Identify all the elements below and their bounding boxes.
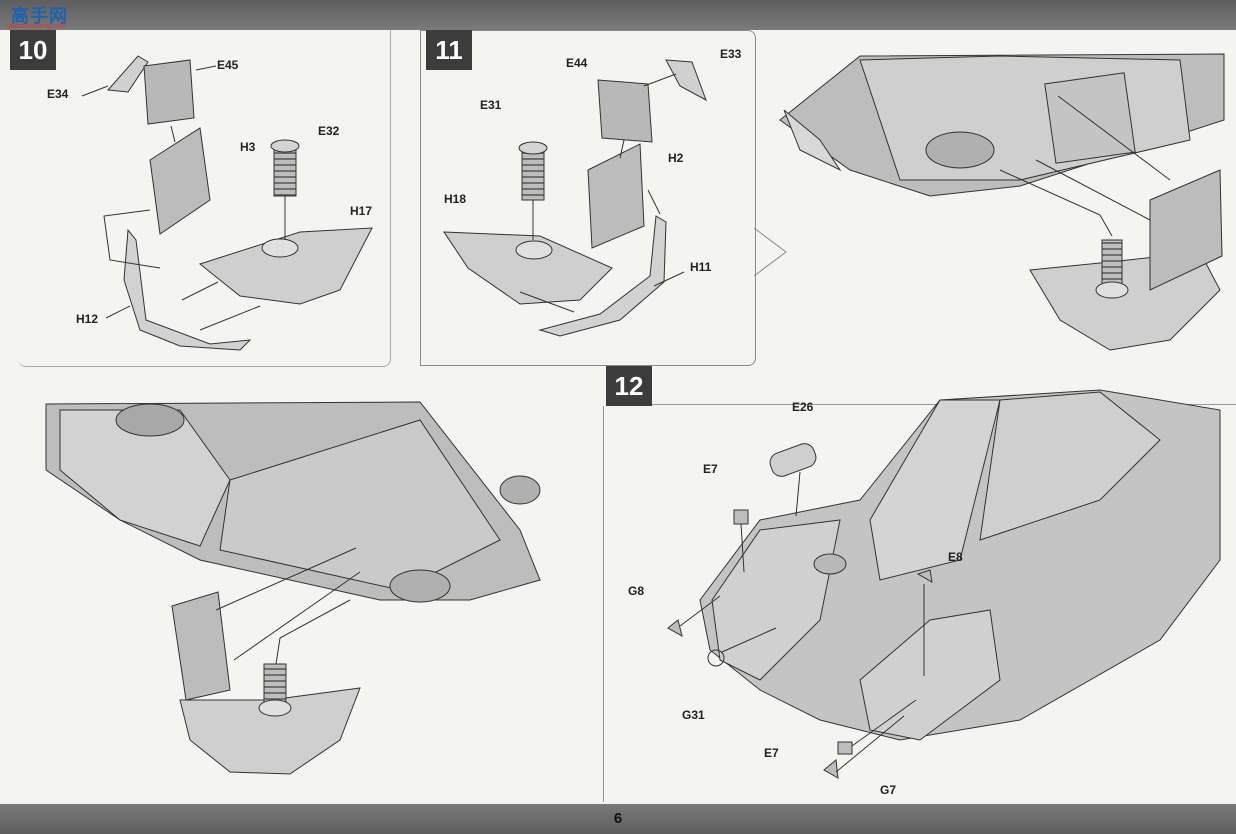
part-e34-shape [106,55,149,93]
part-h12-shape [123,228,252,351]
step-10-badge: 10 [10,30,56,70]
part-label-e7-bottom: E7 [764,746,779,760]
part-e32-shape [270,139,300,197]
part-e44-shape [597,79,653,143]
part-h17-floor [198,227,373,305]
part-e33-shape [665,59,707,102]
step-11-badge: 11 [426,30,472,70]
step-10-frame [18,30,391,367]
part-g8-shape [667,619,683,638]
part-h3-shape [149,127,211,235]
part-label-h3: H3 [240,140,256,154]
step-12-artwork [667,389,1221,779]
part-e8-shape [916,569,933,583]
step-12-divider [603,406,604,802]
part-label-e26: E26 [792,400,814,414]
part-label-e31: E31 [480,98,502,112]
part-label-h17: H17 [350,204,373,218]
part-e31-shape [518,141,548,201]
step-11-frame [420,30,756,366]
part-label-e8: E8 [948,550,963,564]
step-11-artwork [443,59,787,337]
part-h18-floor [443,231,613,305]
mudguard-right [859,609,1001,741]
part-e7-top-shape [733,509,749,525]
watermark-url: gaoshouwang.com [7,23,66,30]
part-h11-shape [538,215,667,337]
part-label-e33: E33 [720,47,742,61]
part-g31-shape [707,649,725,667]
part-e45-shape [143,59,195,125]
part-label-g31: G31 [682,708,705,722]
part-label-g7: G7 [880,783,897,797]
watermark-logo: 高手网 gaoshouwang.com [3,2,69,32]
mudguard-left [711,519,841,681]
part-label-e32: E32 [318,124,340,138]
top-band [0,0,1236,30]
step-10-artwork [81,55,373,351]
part-label-e45: E45 [217,58,239,72]
part-g7-shape [823,759,839,779]
part-h2-shape [587,143,645,249]
page-number: 6 [613,810,623,827]
part-label-h11: H11 [690,260,712,274]
part-e26-shape [769,443,817,477]
step-10-result-artwork [45,401,541,775]
part-label-g8: G8 [628,584,645,598]
step-12-badge: 12 [606,366,652,406]
bottom-band [0,804,1236,834]
watermark-text: 高手网 [11,6,68,26]
step-11-result-artwork [779,53,1225,351]
part-label-h12: H12 [76,312,99,326]
part-label-e34: E34 [47,87,69,101]
part-label-e44: E44 [566,56,588,70]
part-label-e7-top: E7 [703,462,718,476]
part-label-h18: H18 [444,192,467,206]
part-label-h2: H2 [668,151,684,165]
part-e7-bottom-shape [837,741,853,755]
